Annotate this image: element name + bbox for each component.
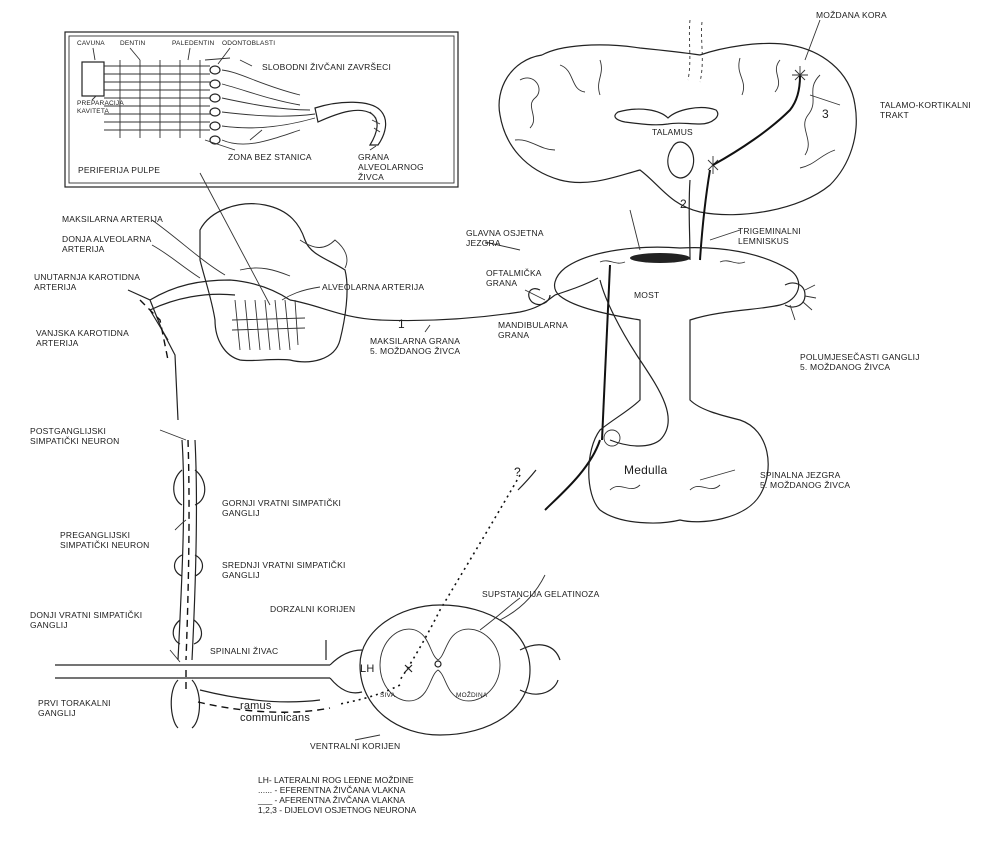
- label-inferior-alveolar: DONJA ALVEOLARNA ARTERIJA: [62, 234, 152, 254]
- inset-label-paledentin: PALEDENTIN: [172, 40, 215, 47]
- label-superior-ganglion: GORNJI VRATNI SIMPATIČKI GANGLIJ: [222, 498, 342, 518]
- label-internal-carotid: UNUTARNJA KAROTIDNA ARTERIJA: [34, 272, 141, 292]
- label-trigeminal-lemniscus: TRIGEMINALNI LEMNISKUS: [738, 226, 801, 246]
- inset-label-pulp-periphery: PERIFERIJA PULPE: [78, 165, 161, 175]
- label-thalamus: TALAMUS: [652, 127, 693, 137]
- legend: LH- LATERALNI ROG LEĐNE MOŽDINE ...... -…: [258, 775, 416, 815]
- spinal-cord-section: [325, 574, 561, 736]
- sympathetic-chain: [55, 289, 331, 729]
- label-middle-ganglion: SREDNJI VRATNI SIMPATIČKI GANGLIJ: [222, 560, 346, 580]
- label-semilunar-ganglion: POLUMJESEČASTI GANGLIJ 5. MOŽDANOG ŽIVCA: [800, 352, 920, 372]
- label-question: ?: [514, 465, 521, 479]
- legend-line-neuron-parts: 1,2,3 - DIJELOVI OSJETNOG NEURONA: [258, 805, 417, 815]
- legend-line-efferent: ...... - EFERENTNA ŽIVČANA VLAKNA: [258, 785, 406, 795]
- label-first-thoracic: PRVI TORAKALNI GANGLIJ: [38, 698, 111, 718]
- label-cortex: MOŽDANA KORA: [816, 10, 887, 20]
- label-postganglionic: POSTGANGLIJSKI SIMPATIČKI NEURON: [30, 426, 120, 446]
- inset-label-dentin: DENTIN: [120, 40, 146, 47]
- label-ventral-root: VENTRALNI KORIJEN: [310, 741, 401, 751]
- label-dorsal-root: DORZALNI KORIJEN: [270, 604, 356, 614]
- afferent-pathway: [289, 75, 801, 681]
- brainstem: [528, 246, 817, 524]
- inset-label-nerve-endings: SLOBODNI ŽIVČANI ZAVRŠECI: [262, 62, 392, 72]
- label-thalamocortical: TALAMO-KORTIKALNI TRAKT: [880, 100, 971, 120]
- label-ophthalmic-branch: OFTALMIČKA GRANA: [486, 268, 542, 288]
- leader-lines: [151, 19, 841, 741]
- inset-label-odontoblasts: ODONTOBLASTI: [222, 40, 276, 47]
- label-gray-left: SIVA: [380, 692, 396, 699]
- label-mandibular-branch: MANDIBULARNA GRANA: [498, 320, 568, 340]
- inset-pulp-detail: [64, 31, 459, 188]
- label-gray-right: MOŽDINA: [456, 692, 488, 699]
- label-neuron-2: 2: [680, 197, 687, 211]
- label-neuron-1: 1: [398, 317, 405, 331]
- label-spinal-nucleus: SPINALNA JEZGRA 5. MOŽDANOG ŽIVCA: [760, 470, 851, 490]
- label-maxillary-artery: MAKSILARNA ARTERIJA: [62, 214, 163, 224]
- brain-coronal-section: [498, 19, 857, 216]
- label-lh: LH: [360, 663, 375, 675]
- label-neuron-3: 3: [822, 107, 829, 121]
- inset-label-alveolar-branch: GRANA ALVEOLARNOG ŽIVCA: [358, 152, 424, 182]
- label-inferior-ganglion: DONJI VRATNI SIMPATIČKI GANGLIJ: [30, 610, 143, 630]
- label-spinal-nerve: SPINALNI ŽIVAC: [210, 646, 279, 656]
- skull-and-jaws: [149, 203, 348, 363]
- label-ramus-communicans: ramus communicans: [240, 700, 311, 724]
- label-external-carotid: VANJSKA KAROTIDNA ARTERIJA: [36, 328, 129, 348]
- legend-line-afferent: ___ - AFERENTNA ŽIVČANA VLAKNA: [258, 795, 405, 805]
- label-pons: MOST: [634, 290, 660, 300]
- label-preganglionic: PREGANGLIJSKI SIMPATIČKI NEURON: [60, 530, 150, 550]
- label-medulla: Medulla: [624, 463, 668, 477]
- inset-label-cell-free-zone: ZONA BEZ STANICA: [228, 152, 312, 162]
- legend-line-lh: LH- LATERALNI ROG LEĐNE MOŽDINE: [258, 775, 414, 785]
- label-gelatinosa: SUPSTANCIJA GELATINOZA: [482, 589, 600, 599]
- label-alveolar-artery: ALVEOLARNA ARTERIJA: [322, 282, 425, 292]
- inset-label-cavity: CAVUNA: [77, 40, 105, 47]
- inset-label-cavity-prep: PREPARACIJA KAVITETA: [77, 100, 124, 115]
- label-main-nucleus: GLAVNA OSJETNA JEZGRA: [466, 228, 544, 248]
- label-maxillary-branch: MAKSILARNA GRANA 5. MOŽDANOG ŽIVCA: [370, 336, 461, 356]
